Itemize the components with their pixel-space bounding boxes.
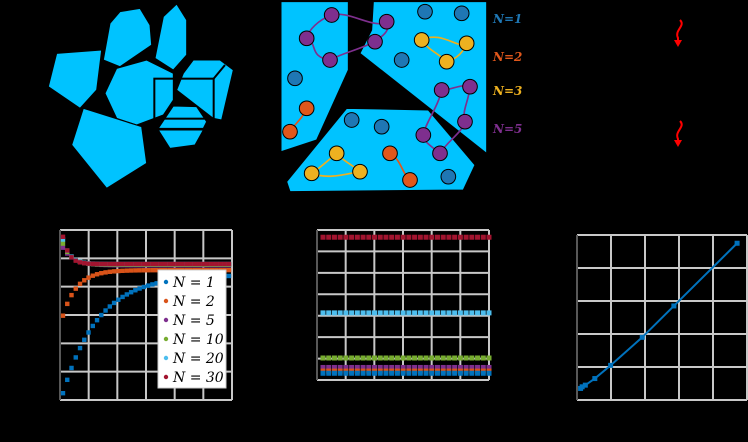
convergence-plot: N = 1 N = 2 N = 5 N = 10 N = 20 N = 30 <box>59 229 233 401</box>
panel-grains <box>40 0 240 195</box>
wavy-arrow-icons <box>674 19 683 147</box>
panel-chains <box>275 0 490 195</box>
chain-label-n2: N=2 <box>493 50 523 64</box>
chain-label-n3: N=3 <box>493 84 523 98</box>
svg-text:N = 30: N = 30 <box>172 370 224 386</box>
linear-plot <box>576 234 748 401</box>
svg-text:N = 20: N = 20 <box>172 351 224 367</box>
constant-plot <box>316 229 492 381</box>
chain-label-n5: N=5 <box>493 122 523 136</box>
svg-text:N = 2: N = 2 <box>172 294 215 310</box>
chain-legend: N=1 N=2 N=3 N=5 <box>493 12 533 142</box>
chart-linear <box>565 225 748 410</box>
chart-convergence: N = 1 N = 2 N = 5 N = 10 N = 20 N = 30 <box>50 225 240 410</box>
grains-illustration <box>47 3 234 189</box>
chains-illustration <box>280 1 488 193</box>
chain-label-n1: N=1 <box>493 12 523 26</box>
svg-text:N = 1: N = 1 <box>172 275 215 291</box>
svg-text:N = 10: N = 10 <box>172 332 224 348</box>
chart-constant <box>310 225 500 410</box>
panel-arrows <box>670 18 690 148</box>
svg-text:N = 5: N = 5 <box>172 313 215 329</box>
